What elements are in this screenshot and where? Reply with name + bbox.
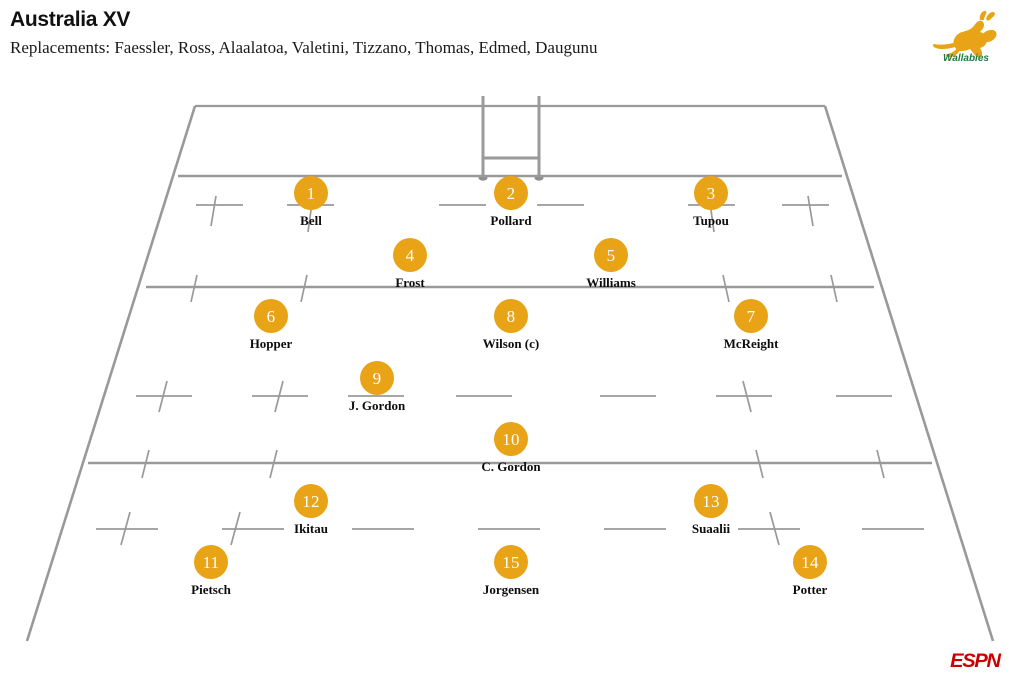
page-title: Australia XV: [10, 8, 131, 31]
player-name-label: Hopper: [249, 336, 293, 351]
wallabies-logo: Wallabies: [924, 6, 1008, 64]
player-name-label: J. Gordon: [348, 398, 406, 413]
player-number-badge[interactable]: 4: [393, 238, 427, 272]
player-name-label: Jorgensen: [482, 582, 540, 597]
player-name-label: Williams: [586, 275, 636, 290]
player-name-label: Bell: [300, 213, 322, 228]
player-number-badge[interactable]: 11: [194, 545, 228, 579]
player-name-label: Suaalii: [691, 521, 731, 536]
player-number-badge[interactable]: 1: [294, 176, 328, 210]
player-number-badge[interactable]: 9: [360, 361, 394, 395]
header: Australia XV Replacements: Faessler, Ros…: [10, 8, 890, 58]
player-number-badge[interactable]: 2: [494, 176, 528, 210]
player-number-badge[interactable]: 3: [694, 176, 728, 210]
svg-text:ESPN: ESPN: [950, 651, 1002, 672]
player-number-badge[interactable]: 5: [594, 238, 628, 272]
player-name-label: Ikitau: [294, 521, 328, 536]
player-number-badge[interactable]: 6: [254, 299, 288, 333]
player-name-label: Frost: [395, 275, 425, 290]
player-name-label: McReight: [723, 336, 779, 351]
player-number-badge[interactable]: 14: [793, 545, 827, 579]
player-name-label: Tupou: [693, 213, 729, 228]
espn-wordmark-icon: ESPN: [950, 651, 1003, 672]
player-name-label: Potter: [792, 582, 828, 597]
player-number-badge[interactable]: 13: [694, 484, 728, 518]
player-number-badge[interactable]: 12: [294, 484, 328, 518]
wallabies-kangaroo-icon: Wallabies: [932, 10, 997, 64]
player-name-label: Pollard: [490, 213, 532, 228]
replacements-text: Replacements: Faessler, Ross, Alaalatoa,…: [10, 38, 598, 57]
player-number-badge[interactable]: 10: [494, 422, 528, 456]
player-name-label: C. Gordon: [481, 459, 541, 474]
svg-text:Wallabies: Wallabies: [943, 53, 989, 64]
player-name-label: Pietsch: [191, 582, 231, 597]
player-number-badge[interactable]: 7: [734, 299, 768, 333]
player-marker[interactable]: 10 C. Gordon: [451, 422, 571, 474]
player-number-badge[interactable]: 8: [494, 299, 528, 333]
player-name-label: Wilson (c): [482, 336, 540, 351]
player-number-badge[interactable]: 15: [494, 545, 528, 579]
player-marker[interactable]: 9 J. Gordon: [317, 361, 437, 413]
espn-logo: ESPN: [940, 650, 1006, 672]
